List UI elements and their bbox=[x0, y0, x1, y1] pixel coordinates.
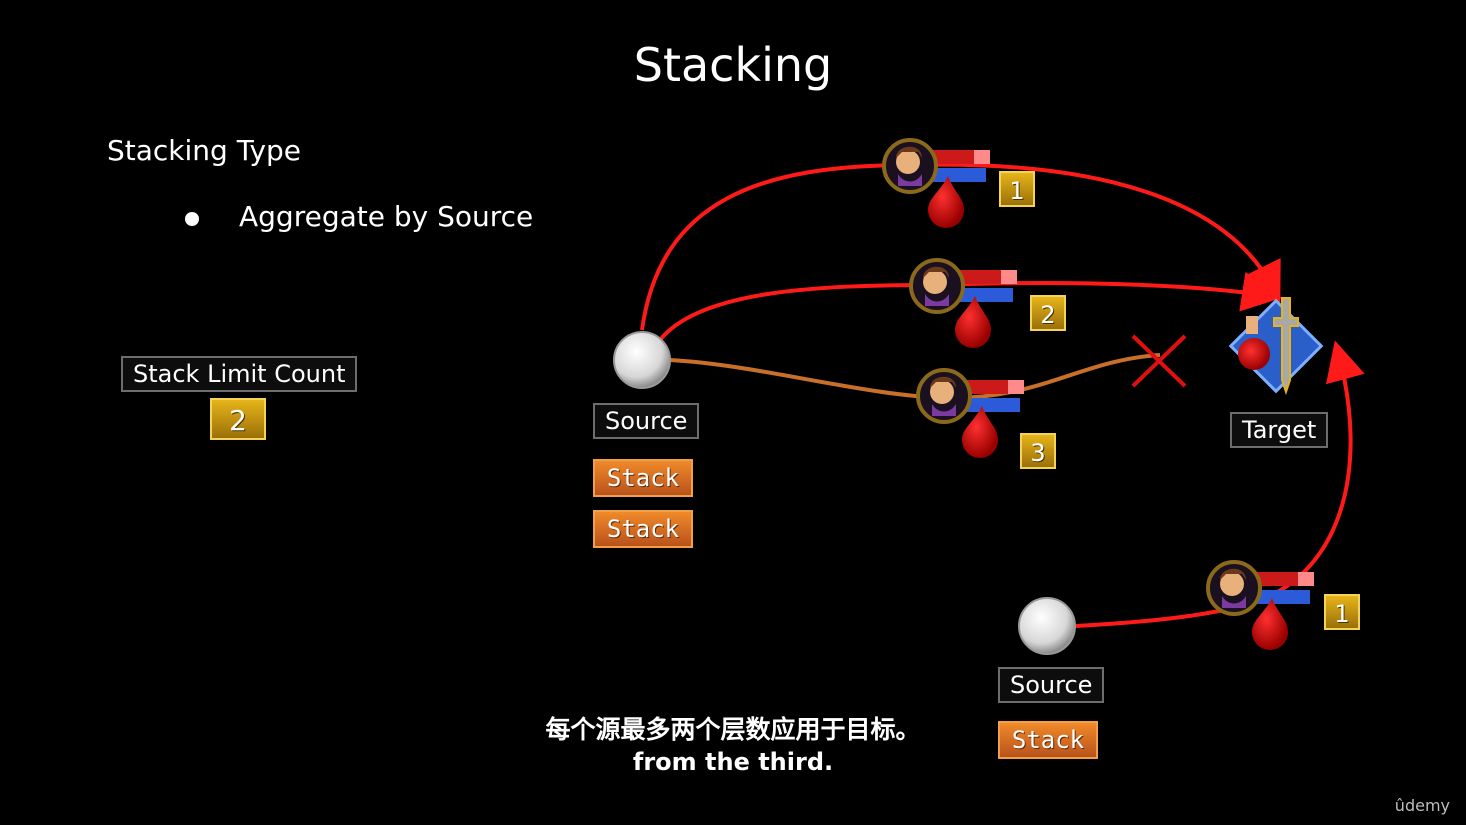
effect-icon-1 bbox=[882, 138, 990, 228]
effect-icon-2 bbox=[909, 258, 1017, 348]
effect-icon-3 bbox=[916, 368, 1024, 458]
stack-limit-value: 2 bbox=[210, 398, 266, 440]
target-icon bbox=[1228, 297, 1324, 396]
bullet-item: Aggregate by Source bbox=[185, 200, 533, 233]
source-label-1: Source bbox=[593, 403, 700, 439]
subtitle-english: from the third. bbox=[632, 748, 834, 776]
udemy-logo: ûdemy bbox=[1394, 796, 1450, 815]
stack-badge: Stack bbox=[593, 510, 693, 548]
stack-limit-label: Stack Limit Count bbox=[121, 356, 358, 392]
effect-count-1: 1 bbox=[999, 171, 1035, 207]
arrow-stack-1 bbox=[640, 162, 1281, 331]
subtitle-chinese: 每个源最多两个层数应用于目标。 bbox=[545, 715, 921, 744]
bullet-text: Aggregate by Source bbox=[239, 200, 534, 233]
arrow-stack-rejected bbox=[669, 353, 1161, 401]
effect-count-4: 1 bbox=[1324, 594, 1360, 630]
source-label-2: Source bbox=[998, 667, 1105, 703]
effect-icon-4 bbox=[1206, 560, 1314, 650]
effect-count-2: 2 bbox=[1030, 295, 1066, 331]
target-label: Target bbox=[1230, 412, 1329, 448]
rejected-x-icon bbox=[1131, 334, 1187, 388]
source-node-1 bbox=[613, 331, 671, 389]
section-heading: Stacking Type bbox=[107, 134, 302, 167]
effect-count-3: 3 bbox=[1020, 433, 1056, 469]
page-title: Stacking bbox=[633, 38, 833, 92]
bullet-dot-icon bbox=[185, 211, 199, 226]
stack-badge: Stack bbox=[998, 721, 1098, 759]
stack-badge: Stack bbox=[593, 459, 693, 497]
source-node-2 bbox=[1018, 597, 1076, 655]
